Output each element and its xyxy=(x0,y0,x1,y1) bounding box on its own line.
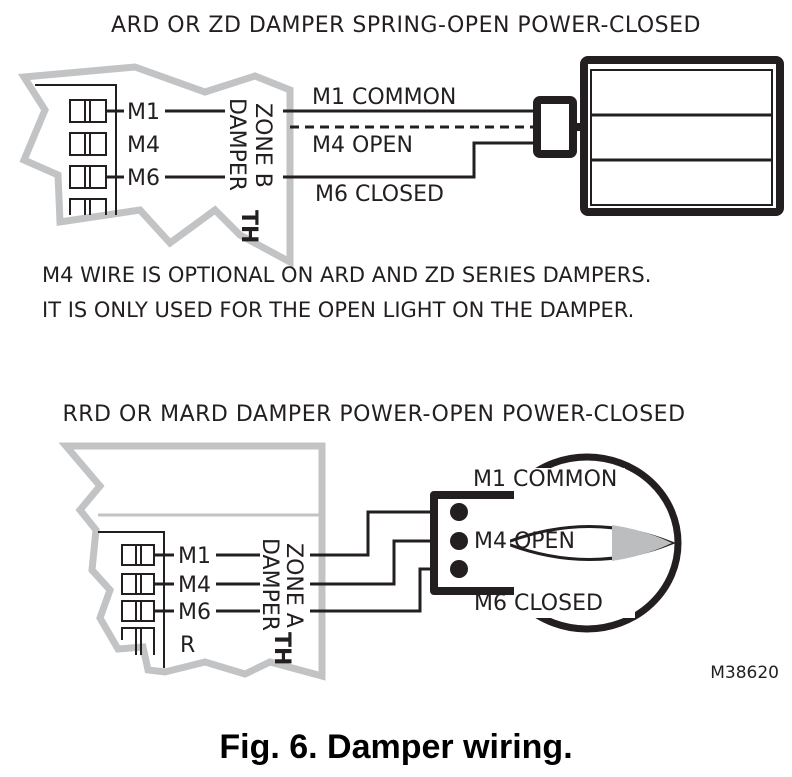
top-damper-actuator-icon xyxy=(580,56,784,216)
top-wire-label-m1: M1 COMMON xyxy=(312,85,456,110)
top-note-line-2: IT IS ONLY USED FOR THE OPEN LIGHT ON TH… xyxy=(42,298,634,322)
top-wire-label-m4: M4 OPEN xyxy=(312,133,413,158)
bottom-connector-pin-m1 xyxy=(450,503,468,521)
bottom-wire-m1-common xyxy=(310,510,460,557)
figure-caption: Fig. 6. Damper wiring. xyxy=(219,728,572,766)
bottom-terminal-m6 xyxy=(121,600,155,622)
bottom-terminal-m4 xyxy=(121,573,155,595)
top-terminal-m1 xyxy=(69,99,107,123)
bottom-terminal-m1 xyxy=(121,544,155,566)
bottom-wire-label-m1: M1 COMMON xyxy=(473,467,617,492)
bottom-zone-damper-label: DAMPER xyxy=(257,538,282,631)
bottom-connector-pin-m6 xyxy=(450,560,468,578)
bottom-terminal-label-r: R xyxy=(180,633,195,658)
bottom-thermostat-board-outline xyxy=(58,442,326,681)
top-terminal-m6 xyxy=(69,165,107,189)
bottom-terminal-block-frame xyxy=(98,531,165,668)
top-thermostat-board-outline xyxy=(17,63,294,268)
figure-code: M38620 xyxy=(710,663,779,683)
top-terminal-m4 xyxy=(69,132,107,156)
top-terminal-partial xyxy=(69,198,107,215)
bottom-terminal-label-m1: M1 xyxy=(178,544,211,569)
bottom-terminal-label-m6: M6 xyxy=(178,600,211,625)
top-terminal-label-m1: M1 xyxy=(127,100,160,125)
top-wire-m6-closed xyxy=(283,141,537,179)
bottom-wire-m4-open xyxy=(310,539,460,586)
top-note-line-1: M4 WIRE IS OPTIONAL ON ARD AND ZD SERIES… xyxy=(42,263,651,287)
bottom-terminal-label-m4: M4 xyxy=(178,573,211,598)
bottom-diagram-title: RRD OR MARD DAMPER POWER-OPEN POWER-CLOS… xyxy=(62,402,685,427)
bottom-connector-pin-m4 xyxy=(450,532,468,550)
top-terminal-label-m6: M6 xyxy=(127,166,160,191)
top-damper-connector xyxy=(533,96,577,158)
bottom-terminal-r xyxy=(121,627,155,655)
bottom-damper-actuator-icon xyxy=(430,453,682,633)
bottom-wire-label-m6: M6 CLOSED xyxy=(474,591,603,616)
top-diagram-title: ARD OR ZD DAMPER SPRING-OPEN POWER-CLOSE… xyxy=(111,13,701,38)
top-board-fragment-label: TH xyxy=(236,210,261,243)
bottom-board-fragment-label: TH xyxy=(269,632,294,665)
top-zone-damper-label: DAMPER xyxy=(224,98,249,191)
top-zone-label: ZONE B xyxy=(250,103,275,188)
top-terminal-block-frame xyxy=(35,84,117,215)
bottom-zone-label: ZONE A xyxy=(281,543,306,628)
top-terminal-label-m4: M4 xyxy=(127,133,160,158)
top-wire-label-m6: M6 CLOSED xyxy=(315,182,444,207)
bottom-wire-label-m4: M4 OPEN xyxy=(474,529,575,554)
